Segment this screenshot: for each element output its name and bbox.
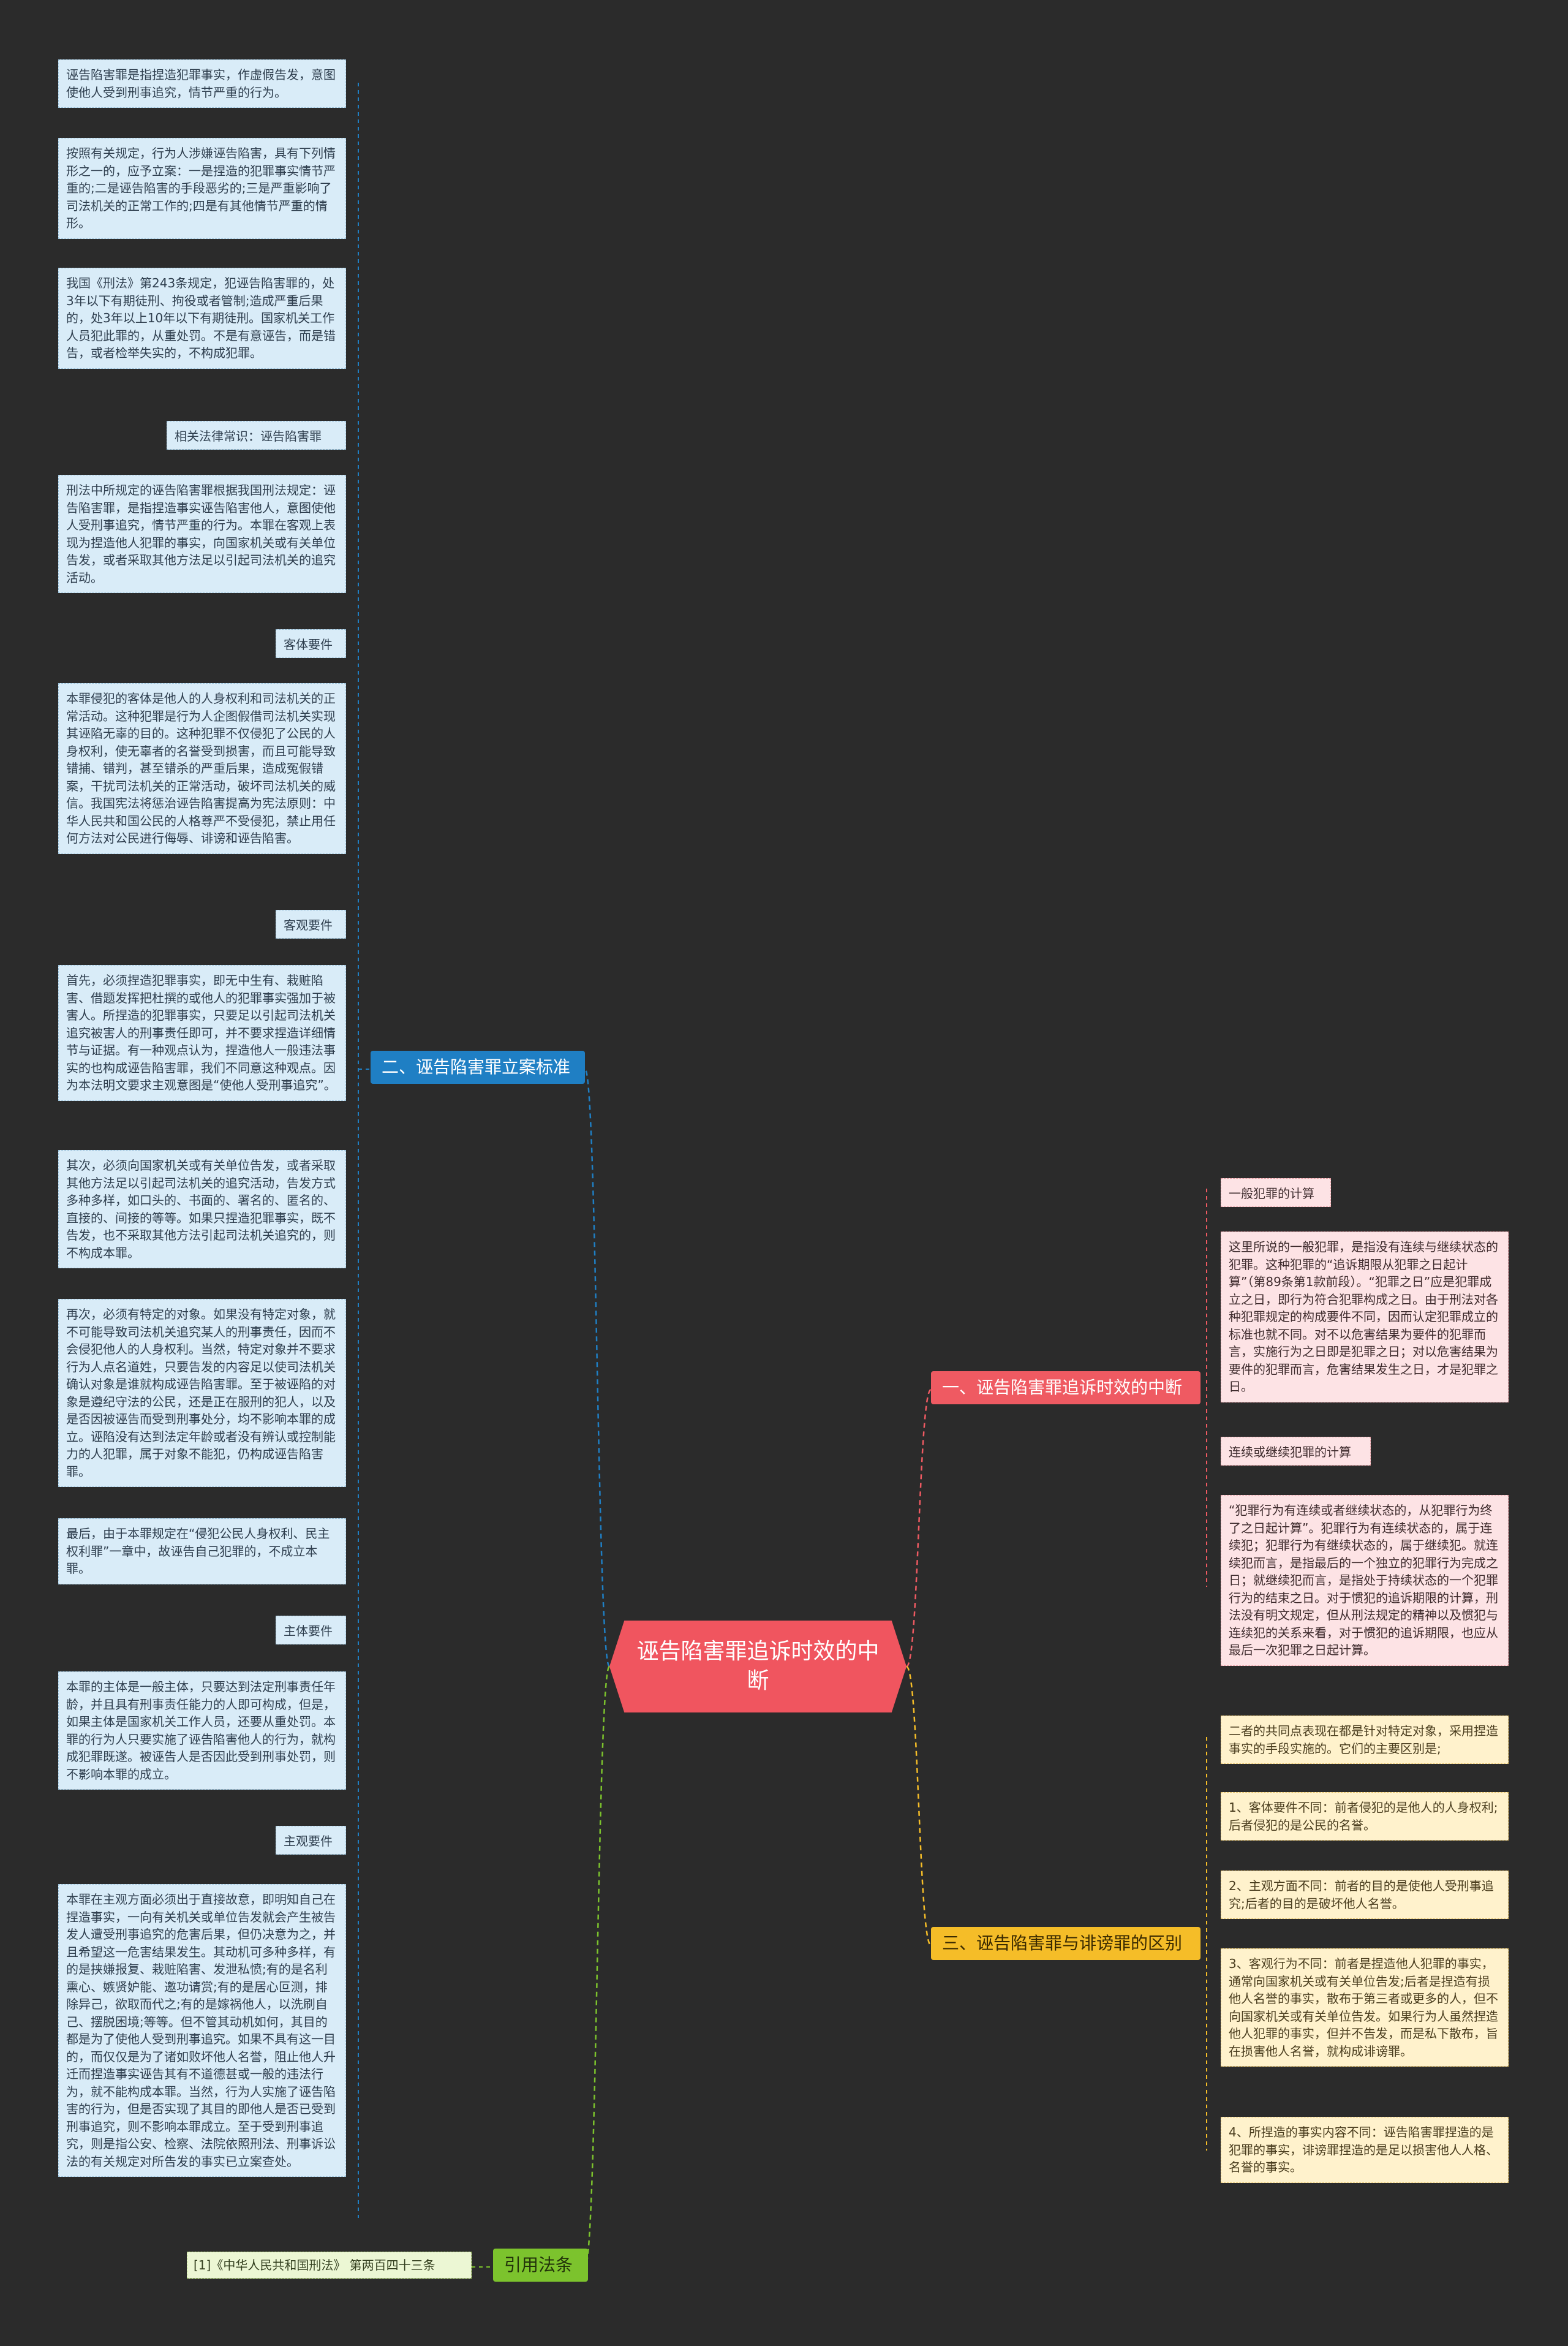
branch-difference-defamation[interactable]: 三、诬告陷害罪与诽谤罪的区别 — [931, 1927, 1200, 1960]
label-objective-element[interactable]: 客观要件 — [276, 910, 346, 939]
leaf-text: 2、主观方面不同：前者的目的是使他人受刑事追究;后者的目的是破坏他人名誉。 — [1229, 1879, 1494, 1911]
leaf-diff-content[interactable]: 4、所捏造的事实内容不同：诬告陷害罪捏造的是犯罪的事实，诽谤罪捏造的是足以损害他… — [1221, 2117, 1509, 2183]
leaf-text: 诬告陷害罪是指捏造犯罪事实，作虚假告发，意图使他人受到刑事追究，情节严重的行为。 — [66, 67, 336, 100]
label-object-element[interactable]: 客体要件 — [276, 629, 346, 658]
leaf-objective-third[interactable]: 再次，必须有特定的对象。如果没有特定对象，就不可能导致司法机关追究某人的刑事责任… — [58, 1299, 346, 1487]
label-text: 连续或继续犯罪的计算 — [1229, 1445, 1351, 1459]
leaf-text: 我国《刑法》第243条规定，犯诬告陷害罪的，处3年以下有期徒刑、拘役或者管制;造… — [66, 276, 336, 360]
root-title: 诬告陷害罪追诉时效的中断 — [636, 1639, 880, 1693]
leaf-text: 首先，必须捏造犯罪事实，即无中生有、栽赃陷害、借题发挥把杜撰的或他人的犯罪事实强… — [66, 973, 336, 1092]
label-subjective-element[interactable]: 主观要件 — [276, 1826, 346, 1855]
leaf-text: 其次，必须向国家机关或有关单位告发，或者采取其他方法足以引起司法机关的追究活动，… — [66, 1158, 336, 1260]
label-text: 主观要件 — [284, 1834, 333, 1848]
leaf-text: 本罪的主体是一般主体，只要达到法定刑事责任年龄，并且具有刑事责任能力的人即可构成… — [66, 1679, 336, 1782]
label-legal-knowledge[interactable]: 相关法律常识：诬告陷害罪 — [167, 421, 346, 450]
leaf-objective-second[interactable]: 其次，必须向国家机关或有关单位告发，或者采取其他方法足以引起司法机关的追究活动，… — [58, 1150, 346, 1268]
leaf-criminal-law-definition[interactable]: 刑法中所规定的诬告陷害罪根据我国刑法规定：诬告陷害罪，是指捏造事实诬告陷害他人，… — [58, 475, 346, 593]
leaf-common-point[interactable]: 二者的共同点表现在都是针对特定对象，采用捏造事实的手段实施的。它们的主要区别是; — [1221, 1716, 1509, 1764]
leaf-text: 4、所捏造的事实内容不同：诬告陷害罪捏造的是犯罪的事实，诽谤罪捏造的是足以损害他… — [1229, 2125, 1498, 2174]
leaf-general-crime[interactable]: 这里所说的一般犯罪，是指没有连续与继续状态的犯罪。这种犯罪的“追诉期限从犯罪之日… — [1221, 1232, 1509, 1402]
leaf-text: 刑法中所规定的诬告陷害罪根据我国刑法规定：诬告陷害罪，是指捏造事实诬告陷害他人，… — [66, 483, 336, 585]
leaf-subject-element[interactable]: 本罪的主体是一般主体，只要达到法定刑事责任年龄，并且具有刑事责任能力的人即可构成… — [58, 1671, 346, 1790]
label-text: 客体要件 — [284, 637, 333, 652]
leaf-continuous-crime[interactable]: “犯罪行为有连续或者继续状态的，从犯罪行为终了之日起计算”。犯罪行为有连续状态的… — [1221, 1495, 1509, 1666]
leaf-text: 本罪侵犯的客体是他人的人身权利和司法机关的正常活动。这种犯罪是行为人企图假借司法… — [66, 691, 336, 846]
leaf-object-element[interactable]: 本罪侵犯的客体是他人的人身权利和司法机关的正常活动。这种犯罪是行为人企图假借司法… — [58, 683, 346, 854]
leaf-subjective-element[interactable]: 本罪在主观方面必须出于直接故意，即明知自己在捏造事实，一向有关机关或单位告发就会… — [58, 1884, 346, 2177]
leaf-diff-objective[interactable]: 3、客观行为不同：前者是捏造他人犯罪的事实，通常向国家机关或有关单位告发;后者是… — [1221, 1948, 1509, 2067]
branch-interruption[interactable]: 一、诬告陷害罪追诉时效的中断 — [931, 1371, 1200, 1404]
leaf-text: 再次，必须有特定的对象。如果没有特定对象，就不可能导致司法机关追究某人的刑事责任… — [66, 1307, 336, 1479]
leaf-penalty[interactable]: 我国《刑法》第243条规定，犯诬告陷害罪的，处3年以下有期徒刑、拘役或者管制;造… — [58, 268, 346, 369]
branch-cited-law-label: 引用法条 — [504, 2255, 573, 2275]
leaf-definition[interactable]: 诬告陷害罪是指捏造犯罪事实，作虚假告发，意图使他人受到刑事追究，情节严重的行为。 — [58, 59, 346, 108]
label-text: 主体要件 — [284, 1624, 333, 1638]
leaf-text: 二者的共同点表现在都是针对特定对象，采用捏造事实的手段实施的。它们的主要区别是; — [1229, 1724, 1498, 1756]
leaf-objective-last[interactable]: 最后，由于本罪规定在“侵犯公民人身权利、民主权利罪”一章中，故诬告自己犯罪的，不… — [58, 1518, 346, 1584]
leaf-text: 3、客观行为不同：前者是捏造他人犯罪的事实，通常向国家机关或有关单位告发;后者是… — [1229, 1956, 1498, 2059]
leaf-text: “犯罪行为有连续或者继续状态的，从犯罪行为终了之日起计算”。犯罪行为有连续状态的… — [1229, 1503, 1498, 1657]
leaf-diff-subjective[interactable]: 2、主观方面不同：前者的目的是使他人受刑事追究;后者的目的是破坏他人名誉。 — [1221, 1871, 1509, 1919]
label-text: 一般犯罪的计算 — [1229, 1186, 1314, 1201]
root-topic[interactable]: 诬告陷害罪追诉时效的中断 — [609, 1621, 907, 1712]
leaf-text: 这里所说的一般犯罪，是指没有连续与继续状态的犯罪。这种犯罪的“追诉期限从犯罪之日… — [1229, 1239, 1498, 1394]
label-text: 相关法律常识：诬告陷害罪 — [175, 429, 322, 444]
label-continuous-crime[interactable]: 连续或继续犯罪的计算 — [1221, 1437, 1371, 1466]
leaf-diff-object[interactable]: 1、客体要件不同：前者侵犯的是他人的人身权利;后者侵犯的是公民的名誉。 — [1221, 1792, 1509, 1841]
leaf-text: 按照有关规定，行为人涉嫌诬告陷害，具有下列情形之一的，应予立案：一是捏造的犯罪事… — [66, 146, 336, 230]
label-general-crime[interactable]: 一般犯罪的计算 — [1221, 1178, 1331, 1207]
cited-law-item[interactable]: [1]《中华人民共和国刑法》 第两百四十三条 — [187, 2252, 472, 2279]
leaf-text: 本罪在主观方面必须出于直接故意，即明知自己在捏造事实，一向有关机关或单位告发就会… — [66, 1892, 336, 2169]
branch-filing-standard[interactable]: 二、诬告陷害罪立案标准 — [371, 1051, 585, 1084]
branch-cited-law[interactable]: 引用法条 — [493, 2249, 588, 2282]
branch-interruption-label: 一、诬告陷害罪追诉时效的中断 — [942, 1377, 1183, 1398]
cited-law-text: [1]《中华人民共和国刑法》 第两百四十三条 — [194, 2258, 435, 2272]
label-text: 客观要件 — [284, 918, 333, 933]
branch-difference-label: 三、诬告陷害罪与诽谤罪的区别 — [942, 1933, 1183, 1953]
leaf-text: 1、客体要件不同：前者侵犯的是他人的人身权利;后者侵犯的是公民的名誉。 — [1229, 1800, 1498, 1833]
label-subject-element[interactable]: 主体要件 — [276, 1616, 346, 1644]
leaf-text: 最后，由于本罪规定在“侵犯公民人身权利、民主权利罪”一章中，故诬告自己犯罪的，不… — [66, 1526, 330, 1576]
leaf-filing-criteria[interactable]: 按照有关规定，行为人涉嫌诬告陷害，具有下列情形之一的，应予立案：一是捏造的犯罪事… — [58, 138, 346, 239]
branch-filing-standard-label: 二、诬告陷害罪立案标准 — [382, 1057, 571, 1077]
leaf-objective-first[interactable]: 首先，必须捏造犯罪事实，即无中生有、栽赃陷害、借题发挥把杜撰的或他人的犯罪事实强… — [58, 965, 346, 1101]
